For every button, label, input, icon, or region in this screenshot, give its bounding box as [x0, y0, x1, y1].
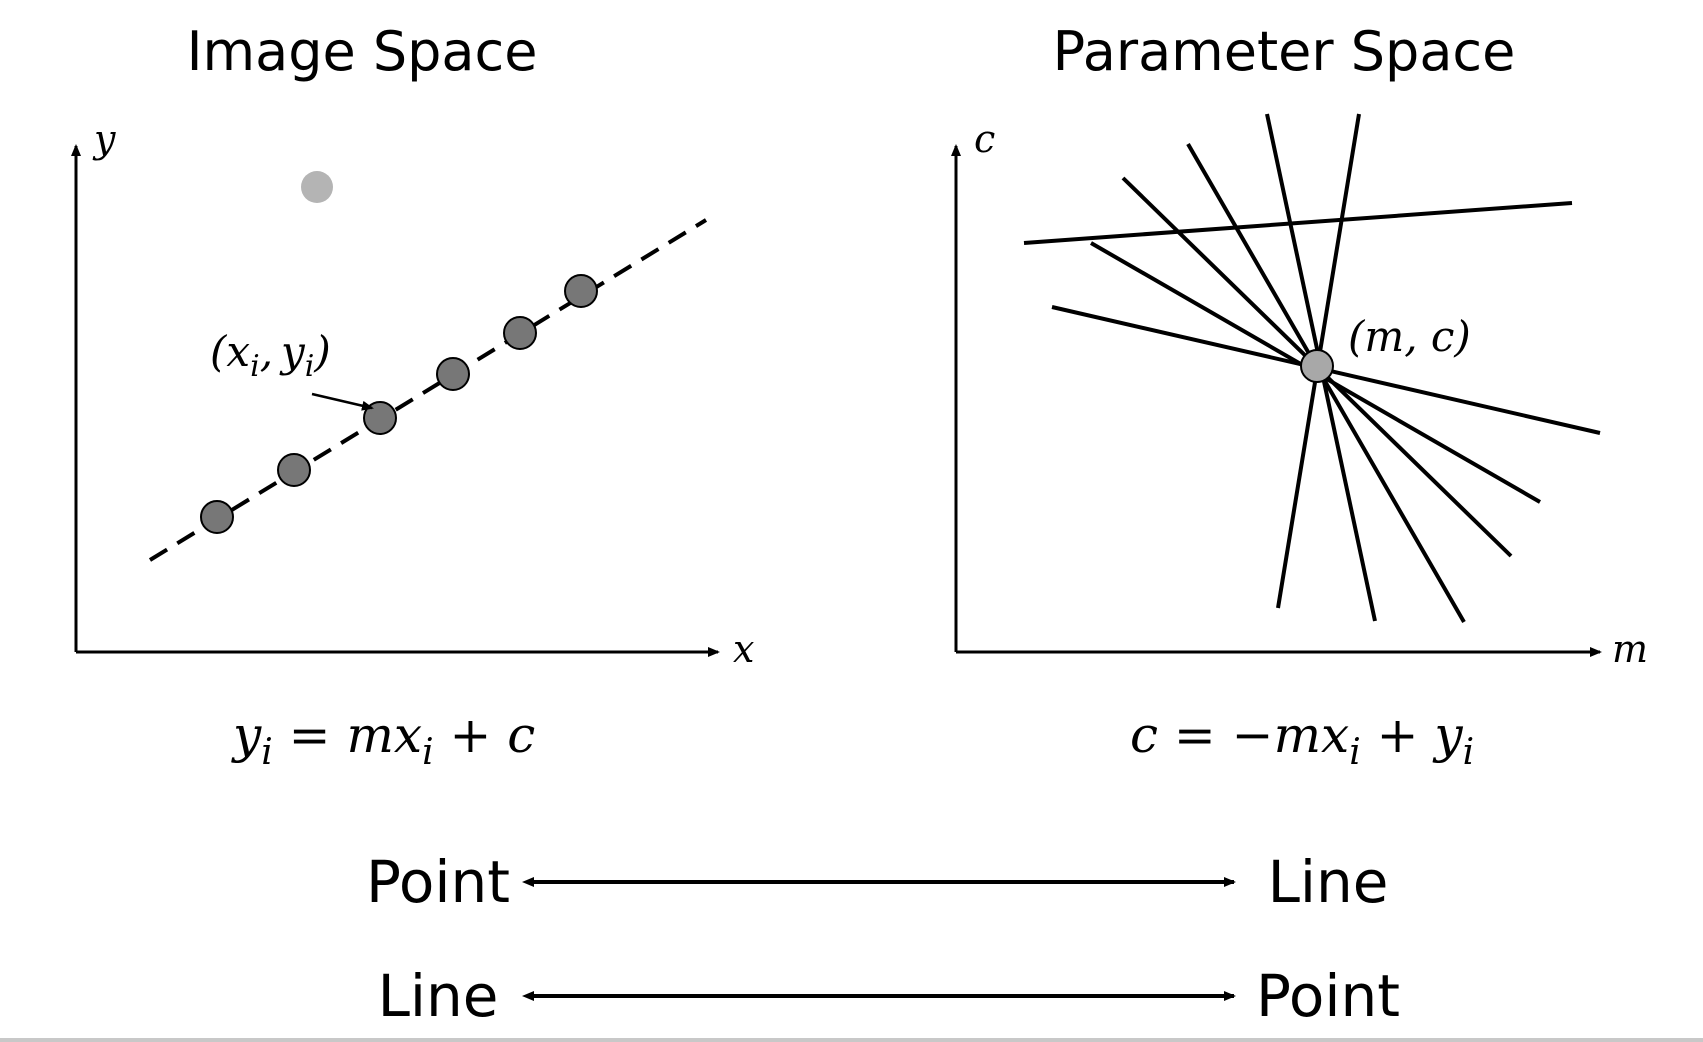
mapping-right-label: Line: [1268, 848, 1389, 916]
parameter-space-panel: Parameter Space c m (m, c) c = −mxi + yi: [951, 20, 1648, 773]
point-label-arrow: [311, 392, 374, 411]
data-point: [503, 316, 537, 350]
fitted-dashed-line: [148, 218, 708, 562]
data-point: [564, 274, 598, 308]
mapping-left-label: Point: [366, 848, 510, 916]
parameter-space-equation: c = −mxi + yi: [1130, 706, 1474, 773]
bottom-edge-bar: [0, 1038, 1703, 1042]
param-c-axis-label: c: [974, 117, 995, 161]
data-point: [436, 357, 470, 391]
image-space-panel: Image Space y x (xi,yi) yi = mxi + c: [71, 20, 754, 773]
intersection-label: (m, c): [1348, 312, 1471, 361]
image-y-axis-label: y: [92, 117, 116, 161]
outlier-point: [301, 171, 333, 203]
intersection-point: [1300, 349, 1334, 383]
param-m-axis-label: m: [1612, 627, 1648, 671]
mapping-left-label: Line: [378, 962, 499, 1030]
data-point: [277, 453, 311, 487]
mapping-row: Point Line: [366, 848, 1388, 916]
point-label: (xi,yi): [210, 327, 331, 384]
image-space-equation: yi = mxi + c: [231, 706, 535, 773]
mapping-right-label: Point: [1256, 962, 1400, 1030]
mapping-row: Line Point: [378, 962, 1400, 1030]
image-x-axis-label: x: [733, 627, 754, 671]
parameter-space-title: Parameter Space: [1053, 20, 1516, 83]
data-point: [200, 500, 234, 534]
image-space-title: Image Space: [187, 20, 538, 83]
parameter-line: [1023, 201, 1573, 245]
